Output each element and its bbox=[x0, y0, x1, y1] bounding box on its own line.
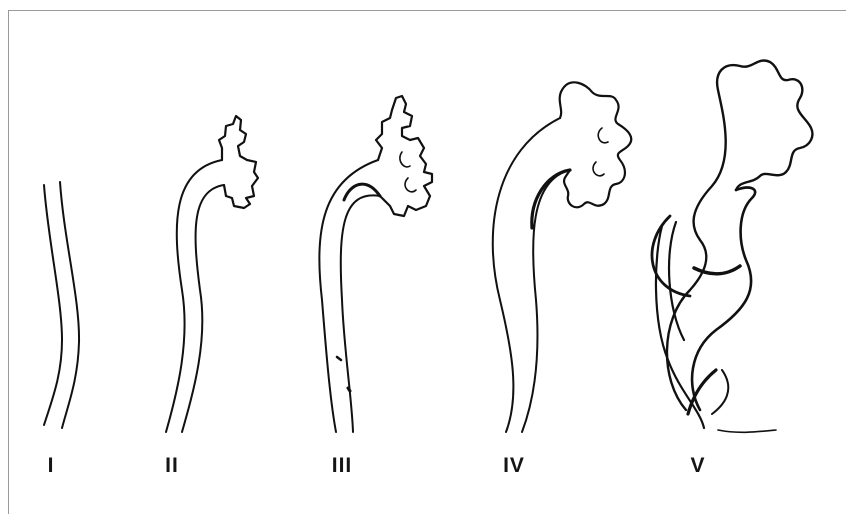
stage-1-tube bbox=[44, 182, 79, 428]
stage-label-2: II bbox=[165, 455, 179, 476]
stage-3-tube-with-branching-bud bbox=[319, 96, 432, 432]
stage-label-4: IV bbox=[503, 455, 525, 476]
stage-2-tube-with-bud bbox=[166, 116, 258, 432]
stage-label-5: V bbox=[690, 455, 705, 476]
stage-label-1: I bbox=[48, 455, 55, 476]
stage-label-3: III bbox=[332, 455, 353, 476]
stage-5-convoluted-tube bbox=[652, 60, 812, 432]
stage-4-tube-with-folded-bud bbox=[493, 82, 631, 432]
